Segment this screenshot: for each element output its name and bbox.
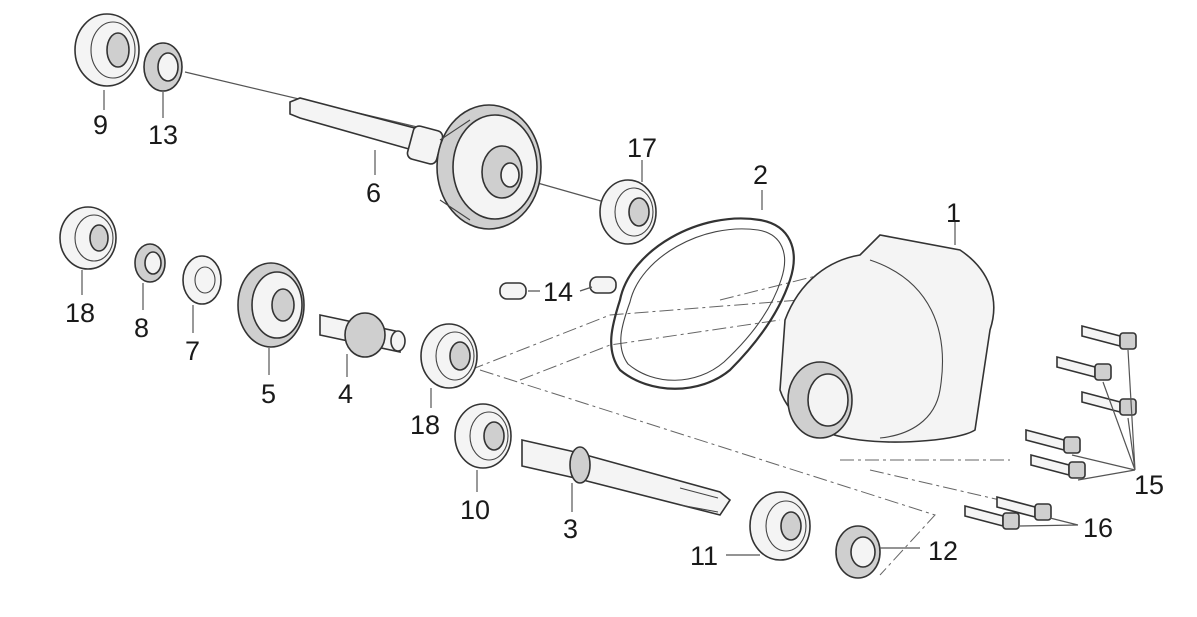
bearing-17	[599, 179, 657, 245]
washer-7	[182, 255, 222, 305]
bearing-10	[454, 403, 512, 469]
label-part-2: 2	[753, 160, 769, 190]
label-part-18-middle: 18	[410, 410, 441, 440]
label-part-14: 14	[543, 277, 574, 307]
oil-seal-12	[835, 525, 881, 579]
label-part-15: 15	[1134, 470, 1165, 500]
oil-seal-13	[143, 42, 183, 92]
label-part-9: 9	[93, 110, 109, 140]
bearing-11	[749, 491, 811, 561]
bolts-16	[964, 495, 1079, 530]
label-part-4: 4	[338, 379, 354, 409]
label-part-18-left: 18	[65, 298, 96, 328]
bearing-9	[74, 13, 140, 87]
case-cover-1	[779, 234, 995, 443]
label-part-12: 12	[928, 536, 959, 566]
label-part-3: 3	[563, 514, 579, 544]
label-part-17: 17	[627, 133, 658, 163]
label-part-8: 8	[134, 313, 150, 343]
dowel-pins-14	[499, 276, 617, 300]
final-shaft-3	[521, 438, 732, 516]
bolts-15	[1025, 324, 1137, 481]
bearing-18-middle	[420, 323, 478, 389]
label-part-16: 16	[1083, 513, 1114, 543]
drive-shaft-gear-6	[289, 97, 542, 230]
countershaft-gear-5	[237, 262, 305, 348]
label-part-6: 6	[366, 178, 382, 208]
countershaft-4	[319, 312, 406, 358]
label-part-10: 10	[460, 495, 491, 525]
gasket-2	[610, 217, 795, 390]
label-part-1: 1	[946, 198, 962, 228]
label-leaders	[81, 90, 956, 556]
label-part-13: 13	[148, 120, 179, 150]
bearing-18-left	[59, 206, 117, 270]
circlip-8	[134, 243, 166, 283]
label-part-11: 11	[690, 541, 719, 571]
label-part-7: 7	[185, 336, 201, 366]
label-part-5: 5	[261, 379, 277, 409]
